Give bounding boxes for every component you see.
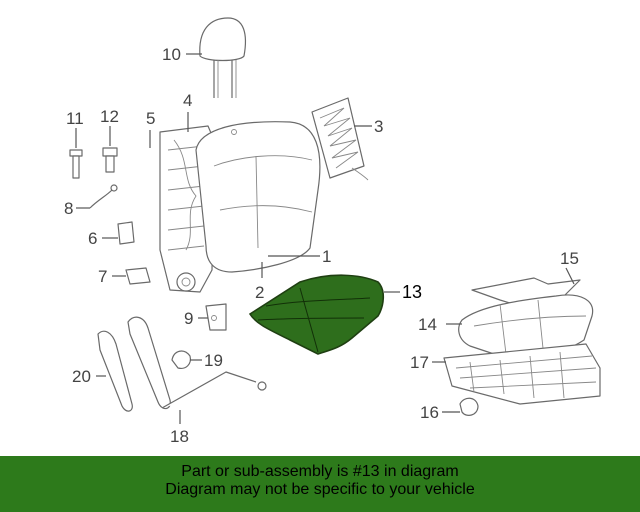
headrest-guide-11[interactable] [69,149,83,179]
label-1: 1 [322,247,331,266]
parts-diagram: 10 5 4 1 2 3 11 12 [64,17,601,446]
label-18: 18 [170,427,189,446]
cushion-cover[interactable] [458,294,594,359]
cover-19[interactable] [171,350,191,369]
label-3: 3 [374,117,383,136]
label-4: 4 [183,91,192,110]
label-19: 19 [204,351,223,370]
label-20: 20 [72,367,91,386]
seat-track-frame[interactable] [443,343,601,405]
bracket-7[interactable] [125,267,151,285]
label-2: 2 [255,283,264,302]
side-shield[interactable] [97,330,133,412]
bracket-9[interactable] [205,303,227,331]
label-7: 7 [98,267,107,286]
release-rod[interactable] [161,371,267,409]
seat-heater[interactable] [311,97,369,181]
banner-line-1: Part or sub-assembly is #13 in diagram [181,463,459,480]
info-banner: Part or sub-assembly is #13 in diagram D… [0,456,640,512]
label-12: 12 [100,107,119,126]
label-16: 16 [420,403,439,422]
label-5: 5 [146,109,155,128]
label-14: 14 [418,315,437,334]
label-6: 6 [88,229,97,248]
headrest[interactable] [199,17,247,98]
cover-16[interactable] [459,397,479,416]
wire-harness[interactable] [89,184,118,209]
label-13: 13 [402,282,422,302]
label-10: 10 [162,45,181,64]
cushion-side-trim[interactable] [127,316,171,410]
label-9: 9 [184,309,193,328]
bracket-6[interactable] [117,221,135,245]
label-11: 11 [66,109,84,128]
banner-line-2: Diagram may not be specific to your vehi… [165,481,475,498]
label-17: 17 [410,353,429,372]
label-15: 15 [560,249,579,268]
headrest-guide-12[interactable] [102,147,118,173]
seat-cushion-pad-highlighted[interactable] [248,274,385,355]
seatback-cover[interactable] [195,121,321,273]
label-8: 8 [64,199,73,218]
